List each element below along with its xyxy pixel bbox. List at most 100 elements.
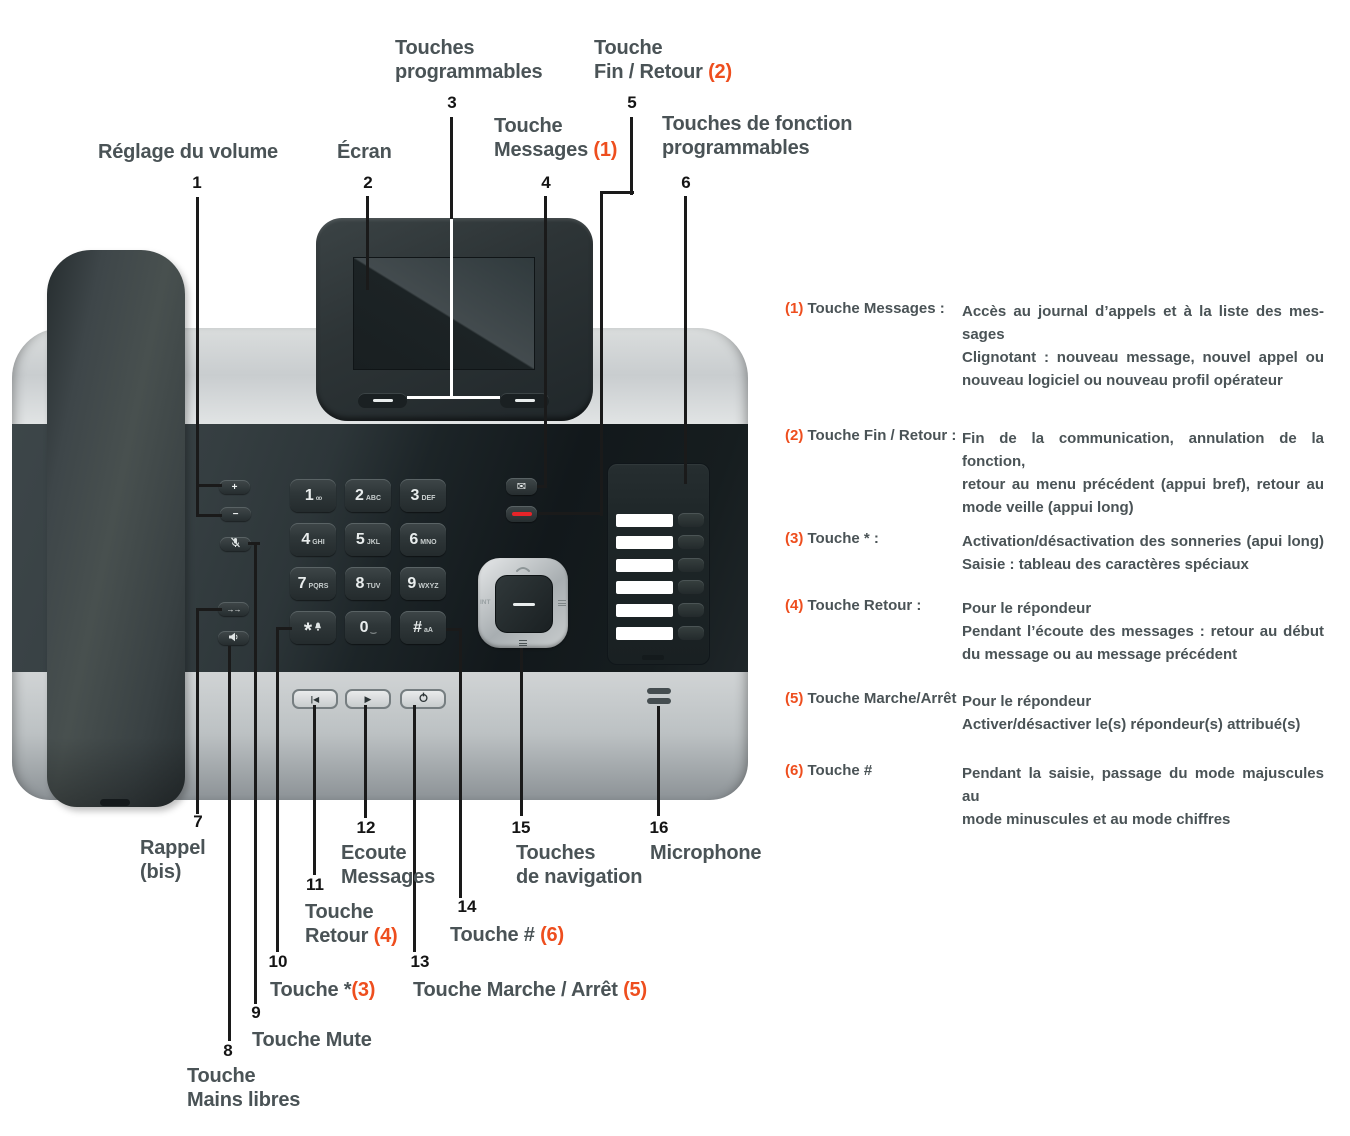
function-key-label-strip (616, 581, 673, 594)
programmable-function-key-panel (607, 463, 710, 665)
legend-term-6: (6) Touche # (785, 762, 873, 779)
callout-line (684, 196, 687, 484)
callout-number-9: 9 (251, 1003, 261, 1022)
legend-term-2: (2) Touche Fin / Retour : (785, 427, 957, 444)
legend-term-5: (5) Touche Marche/Arrêt (785, 690, 957, 707)
function-key-label-strip (616, 604, 673, 617)
legend-term-4: (4) Touche Retour : (785, 597, 922, 614)
mic-mute-icon (230, 537, 241, 551)
speaker-icon (228, 632, 239, 645)
red-bar-icon (511, 512, 532, 516)
callout-number-5: 5 (627, 93, 637, 112)
callout-label-touche-mute: Touche Mute (252, 1029, 372, 1051)
callout-label-microphone: Microphone (650, 842, 762, 864)
callout-line (276, 627, 279, 952)
callout-line (228, 646, 231, 1041)
callout-number-10: 10 (268, 952, 288, 971)
messages-key: ✉ (506, 478, 537, 495)
handsfree-key (218, 631, 249, 645)
int-label: INT (480, 599, 491, 606)
callout-line (196, 608, 199, 814)
answering-machine-on-off-key (400, 689, 446, 709)
callout-line (537, 485, 547, 488)
callout-number-13: 13 (410, 952, 430, 971)
voicemail-icon: oo (315, 495, 322, 502)
callout-line (254, 542, 257, 1004)
function-key-label-strip (616, 559, 673, 572)
callout-line (450, 117, 453, 220)
play-key: ▶ (345, 689, 391, 709)
callout-line (520, 648, 523, 816)
function-key (678, 626, 704, 640)
callout-line (198, 608, 222, 611)
function-key (678, 535, 704, 549)
legend-definition-1: Accès au journal d’appels et à la liste … (962, 303, 1324, 389)
offhook-phone-icon (515, 560, 531, 578)
function-key (678, 580, 704, 594)
softkey-dash (372, 399, 393, 402)
legend-definition-2: Fin de la communication, annulation de l… (962, 430, 1324, 516)
callout-number-7: 7 (193, 812, 203, 831)
redial-arrows-icon: →→ (226, 604, 242, 614)
nav-center-key (495, 575, 553, 633)
callout-number-15: 15 (511, 818, 531, 837)
callout-number-8: 8 (223, 1041, 233, 1060)
skip-back-icon: |◀ (310, 694, 320, 704)
menu-icon (519, 640, 527, 646)
callout-label-rappel-bis: Rappel(bis) (140, 837, 206, 883)
skip-back-key: |◀ (292, 689, 338, 709)
callout-line (196, 197, 199, 517)
callout-line (366, 196, 369, 290)
callout-number-2: 2 (363, 173, 373, 192)
callout-number-1: 1 (192, 173, 202, 192)
keypad-key-star: * (290, 611, 336, 644)
callout-number-16: 16 (649, 818, 669, 837)
handset-shading (47, 737, 185, 807)
callout-line (364, 705, 367, 818)
callout-line (601, 191, 634, 194)
keypad-key-hash: #aA (400, 611, 446, 644)
legend-definition-3: Activation/désactivation des sonneries (… (962, 533, 1324, 573)
handset-notch (100, 799, 130, 806)
handset (47, 250, 185, 807)
function-key-label-strip (616, 627, 673, 640)
legend-term-1: (1) Touche Messages : (785, 300, 945, 317)
callout-line (657, 706, 660, 816)
callout-line (413, 705, 416, 952)
play-icon: ▶ (364, 693, 372, 704)
callout-label-touche-etoile: Touche *(3) (270, 979, 376, 1001)
callout-line (278, 627, 292, 630)
display-housing (316, 218, 593, 421)
callout-label-reglage-volume: Réglage du volume (98, 141, 278, 163)
callout-line (197, 514, 222, 517)
softkey-dash (514, 399, 535, 402)
softkey-left (358, 393, 407, 408)
volume-plus-key: + (219, 480, 250, 494)
function-key-label-strip (616, 514, 673, 527)
callout-line (630, 117, 633, 195)
callout-line (407, 396, 500, 399)
callout-line (600, 191, 603, 516)
callout-line (197, 484, 222, 487)
callout-label-touche-diese: Touche # (6) (450, 924, 564, 946)
callout-line (538, 512, 602, 515)
legend-definition-6: Pendant la saisie, passage du mode majus… (962, 765, 1324, 828)
volume-minus-key: − (220, 507, 251, 521)
